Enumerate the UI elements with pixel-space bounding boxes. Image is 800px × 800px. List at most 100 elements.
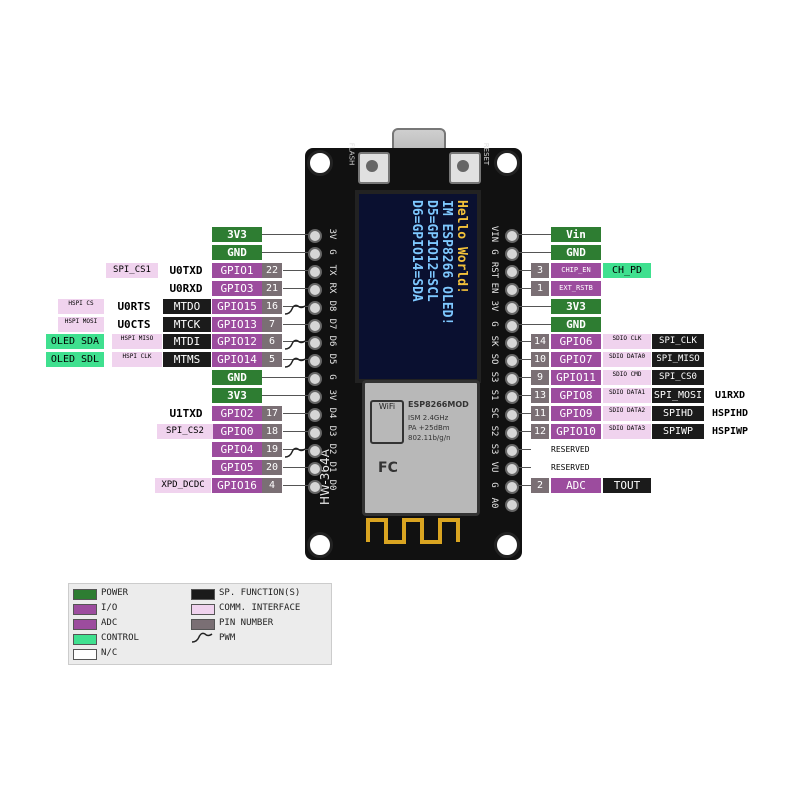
header-pin bbox=[308, 443, 322, 458]
special-function: U1TXD bbox=[160, 406, 212, 421]
power-label: Vin bbox=[551, 227, 601, 242]
pcb-antenna bbox=[366, 518, 460, 544]
header-pin bbox=[308, 282, 322, 297]
power-label: GND bbox=[212, 244, 262, 260]
special-function: HSPIWP bbox=[705, 423, 755, 439]
oled-text: Hello World! IM ESP8266 OLED! D5=GPIO12=… bbox=[359, 194, 477, 379]
header-pin bbox=[505, 479, 519, 494]
comm-interface: XPD_DCDC bbox=[155, 477, 211, 493]
connector-line bbox=[283, 484, 308, 486]
special-function: SPI_CS0 bbox=[652, 370, 704, 386]
legend-swatch bbox=[73, 619, 97, 630]
connector-line bbox=[262, 234, 308, 235]
connector-line bbox=[283, 269, 308, 271]
silkscreen-label: RX bbox=[327, 282, 337, 294]
silkscreen-label: D8 bbox=[327, 300, 337, 312]
header-pin bbox=[505, 372, 519, 387]
header-pin bbox=[308, 300, 322, 315]
pin-number: 6 bbox=[262, 334, 282, 350]
silkscreen-label: VIN bbox=[489, 225, 499, 243]
special-function: U0RTS bbox=[106, 298, 162, 314]
gpio-label: GPIO15 bbox=[212, 298, 262, 314]
esp8266-module bbox=[362, 380, 480, 516]
gpio-label: GPIO1 bbox=[212, 262, 262, 278]
header-pin bbox=[505, 318, 519, 333]
reset-button[interactable] bbox=[449, 152, 481, 184]
control-label: CH_PD bbox=[603, 262, 651, 278]
connector-line bbox=[283, 466, 308, 468]
comm-interface: HSPI MISO bbox=[112, 334, 162, 350]
flash-button[interactable] bbox=[358, 152, 390, 184]
connector-line bbox=[262, 395, 308, 397]
pin-number: 13 bbox=[531, 388, 549, 404]
module-power: PA +25dBm bbox=[408, 424, 450, 432]
header-pin bbox=[505, 497, 519, 512]
module-freq: ISM 2.4GHz bbox=[408, 414, 449, 422]
pin-number: 10 bbox=[531, 352, 549, 368]
gpio-label: GPIO5 bbox=[212, 459, 262, 475]
power-label: GND bbox=[551, 316, 601, 332]
gpio-label: GPIO0 bbox=[212, 423, 262, 439]
header-pin bbox=[308, 408, 322, 422]
comm-interface: HSPI CLK bbox=[112, 352, 162, 368]
module-standard: 802.11b/g/n bbox=[408, 434, 451, 442]
special-function: TOUT bbox=[603, 477, 651, 493]
silkscreen-label: D3 bbox=[327, 425, 337, 437]
silkscreen-label: D2 bbox=[327, 443, 337, 455]
header-pin bbox=[505, 408, 519, 422]
special-function: MTDI bbox=[163, 334, 211, 350]
header-pin bbox=[505, 282, 519, 297]
gpio-label: GPIO8 bbox=[551, 388, 601, 404]
silkscreen-label: G bbox=[489, 249, 499, 255]
legend-label: CONTROL bbox=[101, 633, 139, 643]
pin-number: 5 bbox=[262, 352, 282, 368]
gpio-label: GPIO6 bbox=[551, 334, 601, 350]
connector-line bbox=[517, 395, 531, 397]
header-pin bbox=[308, 425, 322, 440]
pwm-icon bbox=[284, 340, 306, 351]
header-pin bbox=[308, 390, 322, 405]
header-pin bbox=[308, 461, 322, 476]
connector-line bbox=[517, 251, 551, 253]
header-pin bbox=[505, 246, 519, 261]
oled-line: D5=GPIO12=SCL bbox=[424, 200, 439, 302]
control-label: OLED SDA bbox=[46, 334, 104, 350]
legend-swatch bbox=[191, 604, 215, 615]
gpio-label: GPIO16 bbox=[212, 477, 262, 493]
legend-label: SP. FUNCTION(S) bbox=[219, 588, 301, 598]
special-function: U1RXD bbox=[705, 388, 755, 404]
connector-line bbox=[283, 341, 308, 343]
special-function: SPIHD bbox=[652, 406, 704, 421]
pwm-icon bbox=[284, 357, 306, 369]
power-label: 3V3 bbox=[212, 227, 262, 242]
connector-line bbox=[262, 377, 308, 379]
special-function: U0RXD bbox=[160, 280, 212, 296]
header-pin bbox=[505, 390, 519, 405]
legend-swatch bbox=[73, 589, 97, 600]
pin-number: 14 bbox=[531, 334, 549, 350]
connector-line bbox=[517, 341, 531, 343]
special-function: HSPIHD bbox=[705, 406, 755, 421]
power-label: 3V3 bbox=[212, 388, 262, 404]
silkscreen-label: A0 bbox=[489, 497, 499, 508]
module-name: ESP8266MOD bbox=[408, 400, 469, 409]
header-pin bbox=[505, 461, 519, 476]
legend-label: N/C bbox=[101, 648, 118, 658]
connector-line bbox=[517, 448, 531, 450]
silkscreen-label: G bbox=[327, 249, 337, 255]
power-label: GND bbox=[212, 370, 262, 386]
special-function: SPI_MOSI bbox=[652, 388, 704, 404]
connector-line bbox=[283, 430, 308, 432]
connector-line bbox=[283, 359, 308, 361]
legend-swatch bbox=[73, 634, 97, 645]
special-function: U0TXD bbox=[160, 262, 212, 278]
connector-line bbox=[517, 234, 551, 235]
comm-interface: SDIO DATA0 bbox=[603, 352, 651, 368]
legend-swatch bbox=[191, 619, 215, 630]
comm-interface: SDIO CMD bbox=[603, 370, 651, 386]
mounting-hole bbox=[494, 532, 520, 558]
pin-function-label: EXT_RSTB bbox=[551, 280, 601, 296]
special-function: MTCK bbox=[163, 316, 211, 332]
connector-line bbox=[262, 251, 308, 253]
